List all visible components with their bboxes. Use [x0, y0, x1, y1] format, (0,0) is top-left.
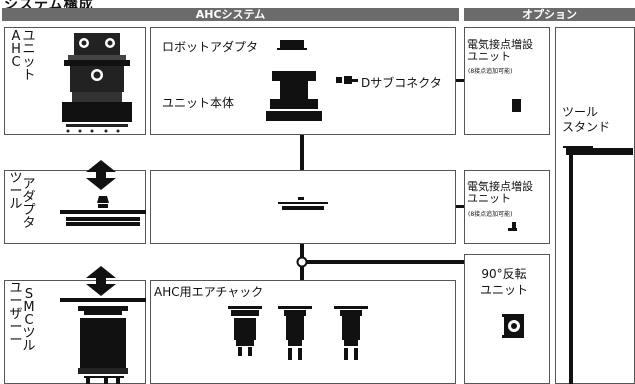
- side-char: C: [11, 55, 21, 70]
- robot-adapter-base: [277, 48, 307, 50]
- ahc-system-header: AHCシステム: [2, 8, 459, 21]
- smc-side-label-col1: ユ ー ザ ー ー: [9, 282, 23, 347]
- smc-side-label-col2: S M C ツ ル: [22, 288, 36, 353]
- h-connector-3: [302, 260, 464, 264]
- v-connector-1: [300, 135, 304, 170]
- side-char: S: [24, 287, 34, 302]
- adapter-center-illustration: [278, 197, 328, 210]
- side-char: ー: [9, 294, 23, 309]
- side-char: ザ: [9, 307, 23, 322]
- side-char: ア: [22, 177, 36, 192]
- connector-line-2: [456, 205, 464, 208]
- contact-unit-box-1: [464, 27, 550, 135]
- air-chuck-illustration-2: [278, 306, 312, 360]
- ahc-system-header-label: AHCシステム: [195, 8, 266, 21]
- contact-unit-icon-1: [512, 99, 521, 112]
- side-char: A: [11, 29, 21, 44]
- tool-adapter-illustration: [60, 196, 146, 226]
- adapter-left-box: [4, 170, 146, 244]
- side-char: ツ: [9, 171, 23, 186]
- side-char: H: [11, 42, 21, 57]
- contact-unit-note-1: (8接点追加可能): [468, 68, 513, 75]
- side-char: M: [23, 300, 35, 315]
- d-sub-connector-label: Dサブコネクタ: [361, 76, 442, 90]
- contact-unit-box-2: [464, 170, 550, 244]
- double-arrow-icon-2: [86, 266, 116, 296]
- double-arrow-icon-1: [86, 160, 116, 190]
- connector-line-1: [456, 79, 464, 82]
- tool-stand-illustration: [563, 146, 633, 384]
- side-char: ト: [22, 68, 36, 83]
- air-chuck-label: AHC用エアチャック: [154, 285, 264, 299]
- side-char: C: [24, 313, 34, 328]
- side-char: プ: [22, 203, 36, 218]
- robot-adapter-label: ロボットアダプタ: [162, 40, 259, 54]
- air-chuck-illustration-1: [228, 306, 262, 356]
- side-char: ー: [9, 333, 23, 348]
- contact-unit-icon-2: [508, 222, 517, 231]
- side-char: ダ: [22, 190, 36, 205]
- option-header-label: オプション: [522, 8, 577, 21]
- smc-tool-illustration: [60, 298, 146, 384]
- side-char: タ: [22, 216, 36, 231]
- rotation-unit-icon: [502, 314, 524, 338]
- contact-unit-title-2: 電気接点増設 ユニット: [467, 180, 533, 205]
- unit-body-illustration: [266, 71, 322, 121]
- adapter-side-label-col1: ツ ー ル: [9, 172, 23, 211]
- option-header: オプション: [464, 8, 635, 21]
- junction-dot: [296, 256, 308, 268]
- air-chuck-illustration-3: [334, 306, 368, 360]
- rotation-unit-label: 90°反転 ユニット: [480, 267, 529, 297]
- adapter-side-label-col2: ア ダ プ タ: [22, 178, 36, 230]
- unit-side-label-col1: A H C: [9, 30, 23, 69]
- side-char: ユ: [9, 281, 23, 296]
- side-char: ッ: [22, 55, 36, 70]
- contact-unit-note-2: (8接点追加可能): [468, 211, 513, 218]
- unit-side-label-col2: ユ ニ ッ ト: [22, 30, 36, 82]
- side-char: ー: [9, 184, 23, 199]
- side-char: ル: [9, 197, 23, 212]
- d-sub-connector-icon: [336, 76, 358, 84]
- side-char: ニ: [22, 42, 36, 57]
- side-char: ツ: [22, 326, 36, 341]
- side-char: ー: [9, 320, 23, 335]
- tool-stand-box: [555, 27, 635, 384]
- robot-adapter-shape: [280, 40, 304, 48]
- side-char: ル: [22, 339, 36, 354]
- tool-stand-label: ツール スタンド: [562, 105, 611, 134]
- ahc-unit-illustration: [62, 33, 132, 133]
- unit-body-label: ユニット本体: [162, 96, 235, 110]
- side-char: ユ: [22, 29, 36, 44]
- contact-unit-title-1: 電気接点増設 ユニット: [467, 38, 533, 63]
